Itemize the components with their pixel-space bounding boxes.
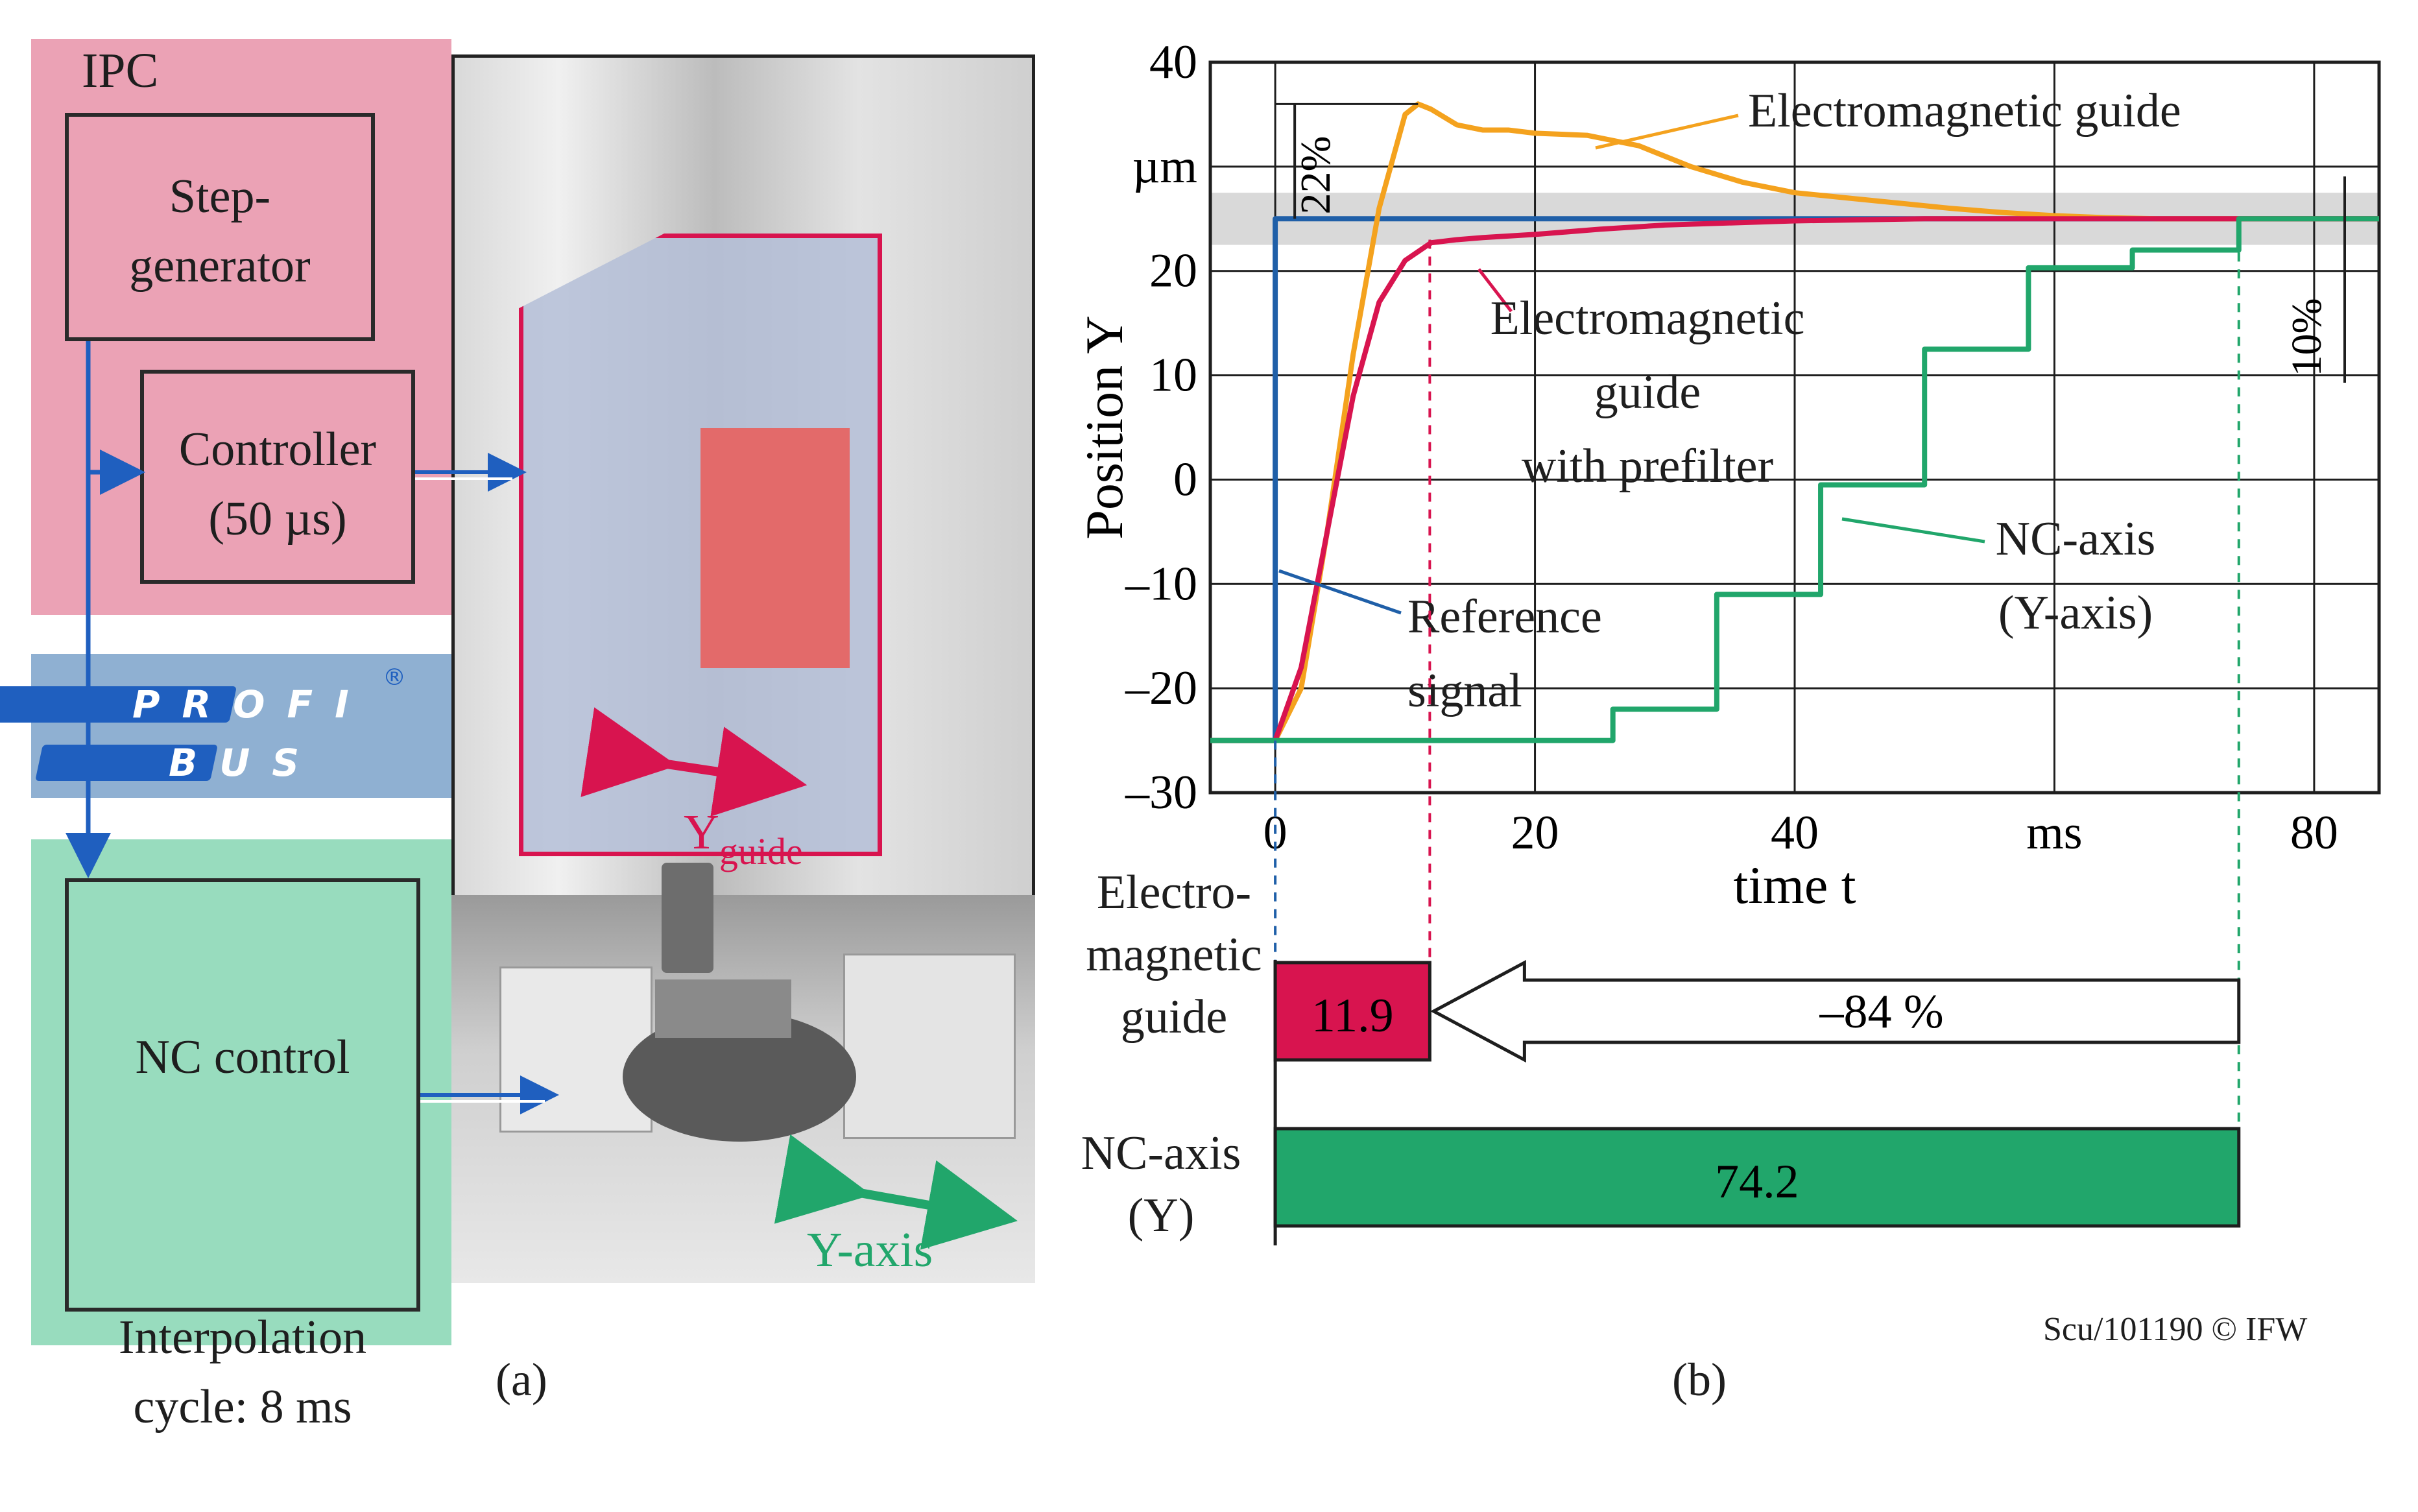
caption-a: (a) bbox=[496, 1354, 547, 1406]
caption-b: (b) bbox=[1672, 1354, 1727, 1406]
series-callout-leader-0 bbox=[1278, 569, 1402, 615]
profibus-logo bbox=[0, 686, 236, 781]
series-label-3: (Y-axis) bbox=[1998, 586, 2153, 640]
series-line-3 bbox=[1210, 216, 2379, 743]
spindle bbox=[662, 863, 713, 973]
band-label: 10% bbox=[2283, 298, 2330, 377]
y-guide-main: Y bbox=[684, 805, 719, 859]
interpolation-label: Interpolation cycle: 8 ms bbox=[118, 1311, 367, 1434]
bar-nc-label: NC-axis (Y) bbox=[1081, 1127, 1241, 1243]
series-label-2: Electromagnetic bbox=[1490, 292, 1805, 345]
y-tick-label: 20 bbox=[1149, 245, 1197, 298]
y-tick-label: 0 bbox=[1173, 453, 1197, 506]
series-label-3: NC-axis bbox=[1996, 512, 2156, 566]
panel-a: IPC Step- generator Controller (50 µs) N… bbox=[0, 0, 1051, 1437]
x-axis-title: time t bbox=[1733, 856, 1856, 915]
panel-a-overlay bbox=[0, 341, 1018, 1250]
profibus-top-text: PROFI bbox=[132, 682, 371, 726]
y-tick-label: µm bbox=[1132, 140, 1197, 193]
nc-region bbox=[31, 839, 451, 1345]
y-axis-arrow bbox=[774, 1134, 1018, 1250]
nc-control-label: NC control bbox=[135, 1031, 350, 1085]
bar-nc-value: 74.2 bbox=[1715, 1155, 1799, 1208]
bar-em bbox=[1273, 961, 1431, 1062]
reduction-label: –84 % bbox=[1819, 985, 1943, 1038]
workpiece-vise bbox=[655, 979, 791, 1038]
series-label-0: Reference bbox=[1407, 590, 1602, 643]
y-tick-label: 10 bbox=[1149, 349, 1197, 402]
registered-mark: ® bbox=[383, 664, 406, 691]
overshoot-label: 22% bbox=[1292, 136, 1339, 215]
y-tick-label: –30 bbox=[1125, 766, 1197, 819]
credit: Scu/101190 © IFW bbox=[2043, 1311, 2308, 1348]
series-label-0: signal bbox=[1407, 664, 1522, 717]
x-tick-label: 40 bbox=[1771, 806, 1819, 859]
series-line-2 bbox=[1210, 216, 2379, 743]
ipc-label: IPC bbox=[82, 43, 159, 98]
plot-frame bbox=[1208, 60, 2381, 795]
series-label-2: with prefilter bbox=[1522, 440, 1773, 493]
x-tick-label: ms bbox=[2026, 806, 2082, 859]
magnet-plate bbox=[700, 428, 850, 668]
controller-box: Controller (50 µs) bbox=[140, 370, 415, 584]
bar-nc bbox=[1273, 1127, 2241, 1228]
series-callout-leader-1 bbox=[1595, 114, 1739, 150]
series-label-1: Electromagnetic guide bbox=[1748, 84, 2181, 138]
series-label-2: guide bbox=[1594, 366, 1701, 419]
profibus-bottom-text: BUS bbox=[169, 741, 322, 785]
x-tick-label: 80 bbox=[2290, 806, 2338, 859]
x-tick-label: 20 bbox=[1511, 806, 1559, 859]
nc-control-box: NC control Interpolation cycle: 8 ms bbox=[65, 878, 420, 1434]
rotary-housing-right bbox=[843, 954, 1016, 1139]
y-tick-label: 40 bbox=[1149, 36, 1197, 89]
series-callout-leader-3 bbox=[1841, 517, 1985, 544]
ipc-region bbox=[31, 39, 451, 615]
y-tick-label: –20 bbox=[1125, 662, 1197, 715]
step-generator-box: Step- generator bbox=[65, 113, 375, 341]
y-guide-arrow bbox=[581, 707, 808, 817]
y-guide-label: Yguide bbox=[684, 804, 803, 873]
bar-em-label: Electro- magnetic guide bbox=[1086, 866, 1262, 1044]
reduction-arrow bbox=[1430, 959, 2241, 1063]
y-guide-sub: guide bbox=[719, 830, 803, 872]
y-tick-label: –10 bbox=[1125, 557, 1197, 610]
y-axis-title: Position Y bbox=[1075, 315, 1134, 540]
bar-em-value: 11.9 bbox=[1311, 989, 1394, 1042]
y-axis-label: Y-axis bbox=[807, 1223, 933, 1277]
series-callout-leader-2 bbox=[1478, 268, 1513, 313]
